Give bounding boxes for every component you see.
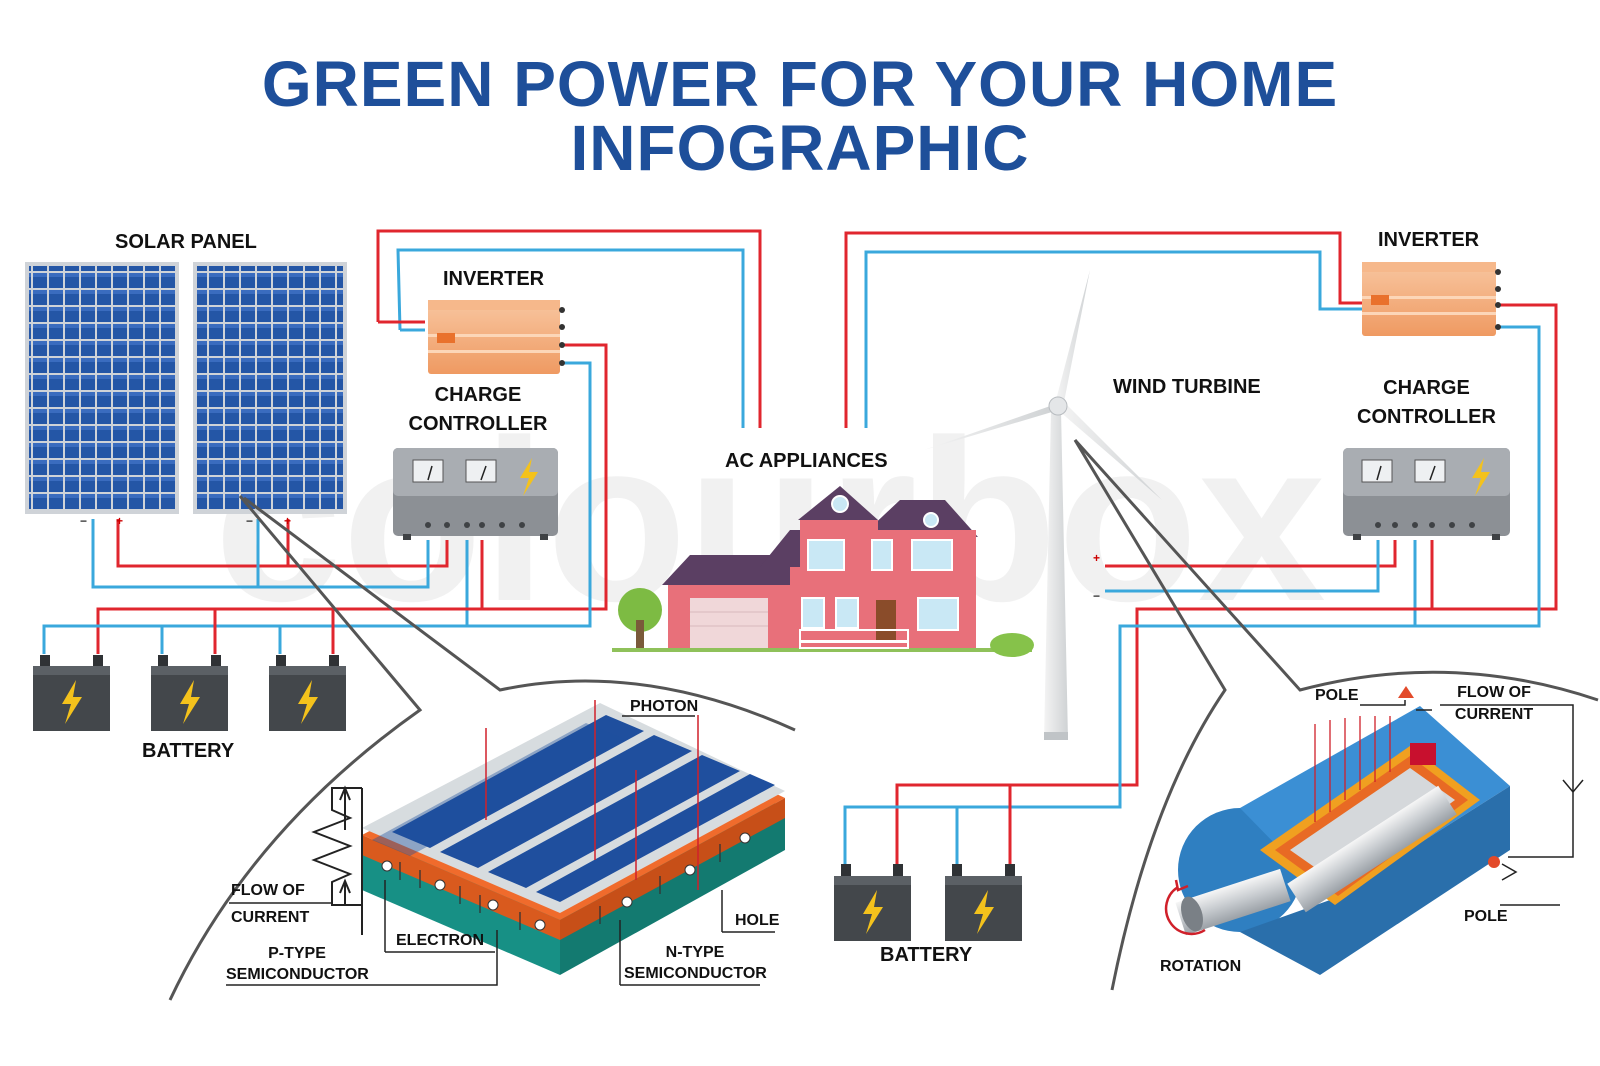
lightning-bolt-icon	[520, 458, 538, 496]
battery-right-2	[945, 864, 1022, 941]
callout-lines	[168, 438, 1599, 1001]
bush	[990, 633, 1034, 657]
solar-panel-left	[25, 262, 179, 514]
gauge-icon	[1361, 459, 1446, 483]
panel-minus-1: −	[80, 514, 87, 528]
lightning-bolt-icon	[974, 890, 994, 934]
p-type-label-line1: P-TYPE	[268, 945, 326, 962]
battery-left-1	[33, 655, 110, 731]
pole-top-label: POLE	[1315, 687, 1359, 704]
lightning-bolt-icon	[298, 680, 318, 724]
gauge-icon	[412, 459, 497, 483]
house-illustration	[612, 486, 1034, 657]
solar-wiring	[42, 229, 762, 654]
wire-negative	[396, 248, 745, 428]
electron-label: ELECTRON	[396, 932, 484, 949]
inverter-left	[428, 300, 565, 374]
wind-wiring	[843, 231, 1558, 864]
wind-turbine	[924, 270, 1162, 740]
lightning-bolt-icon	[863, 890, 883, 934]
battery-left-3	[269, 655, 346, 731]
hole-label: HOLE	[735, 912, 780, 929]
inverter-right-label: INVERTER	[1378, 229, 1480, 251]
charge-controller-left-label-line1: CHARGE	[434, 384, 522, 406]
solar-detail-leaders	[226, 715, 775, 986]
generator-flow-of-current-line1: FLOW OF	[1457, 684, 1531, 701]
inverter-left-label: INVERTER	[443, 268, 545, 290]
n-type-label-line1: N-TYPE	[665, 944, 725, 961]
turbine-blade	[1058, 402, 1162, 500]
generator-detail	[1164, 686, 1510, 975]
photon-label: PHOTON	[630, 698, 699, 715]
generator-detail-leaders	[1360, 700, 1584, 906]
ac-appliances-label: AC APPLIANCES	[725, 450, 888, 472]
solar-flow-of-current-line1: FLOW OF	[231, 882, 305, 899]
pole-bottom-label: POLE	[1464, 908, 1508, 925]
turbine-plus: +	[1093, 551, 1100, 565]
solar-cell-detail	[362, 700, 785, 975]
rotation-label: ROTATION	[1160, 958, 1242, 975]
p-type-label-line2: SEMICONDUCTOR	[226, 966, 369, 983]
charge-controller-right-label-line2: CONTROLLER	[1357, 406, 1496, 428]
lightning-bolt-icon	[180, 680, 200, 724]
turbine-blade	[924, 404, 1056, 450]
battery-right-label: BATTERY	[880, 944, 973, 966]
solar-flow-of-current-line2: CURRENT	[231, 909, 310, 926]
battery-left-label: BATTERY	[142, 740, 235, 762]
battery-right-1	[834, 864, 911, 941]
generator-flow-of-current-line2: CURRENT	[1454, 706, 1534, 723]
wind-turbine-label: WIND TURBINE	[1113, 376, 1261, 398]
rotation-arrow-icon	[1164, 885, 1206, 936]
tree	[618, 588, 662, 632]
solar-panel-right	[193, 262, 347, 514]
lightning-bolt-icon	[1472, 458, 1490, 496]
flow-of-current-circuit	[311, 785, 363, 935]
title-line-1: GREEN POWER FOR YOUR HOME	[261, 48, 1339, 120]
wire-positive	[376, 229, 762, 428]
panel-plus-1: +	[116, 514, 123, 528]
lightning-bolt-icon	[62, 680, 82, 724]
title-line-2: INFOGRAPHIC	[570, 112, 1030, 184]
solar-panel-label: SOLAR PANEL	[115, 231, 257, 253]
charge-controller-right	[1343, 448, 1510, 540]
inverter-right	[1362, 262, 1501, 336]
charge-controller-right-label-line1: CHARGE	[1383, 377, 1470, 399]
n-type-label-line2: SEMICONDUCTOR	[624, 965, 767, 982]
turbine-minus: −	[1093, 589, 1100, 603]
panel-minus-2: −	[246, 514, 253, 528]
charge-controller-left	[393, 448, 558, 540]
turbine-blade	[1056, 270, 1090, 402]
panel-plus-2: +	[284, 514, 291, 528]
battery-left-2	[151, 655, 228, 731]
charge-controller-left-label-line2: CONTROLLER	[408, 413, 548, 435]
